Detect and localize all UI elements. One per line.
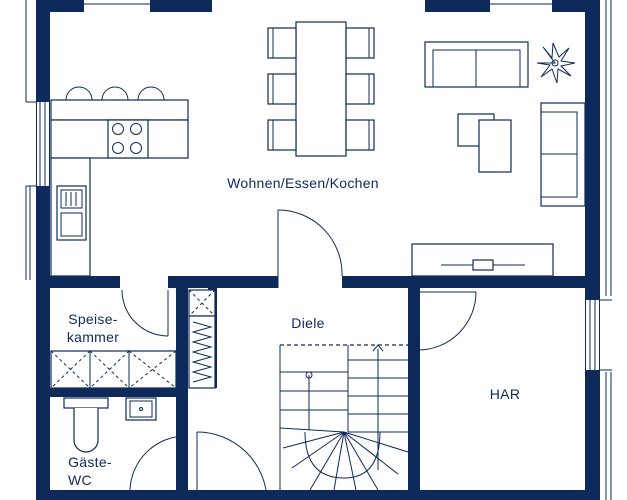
label-living: Wohnen/Essen/Kochen [227, 175, 379, 191]
tv [472, 259, 494, 271]
burner [112, 142, 124, 154]
coffee-table [478, 119, 512, 173]
label-pantry-line2: kammer [67, 329, 119, 345]
label-wc-line2: WC [68, 472, 92, 488]
label-wc-line1: Gäste- [68, 454, 112, 470]
burner [130, 123, 142, 135]
chair [345, 119, 375, 151]
door-swing-har [417, 291, 477, 351]
wall-top-b [150, 0, 212, 12]
chair [267, 73, 297, 105]
pantry-shelf [50, 350, 177, 389]
door-swing-wc [129, 435, 187, 491]
chair [267, 119, 297, 151]
hall-closet [188, 289, 216, 389]
plant [536, 42, 576, 84]
stair-arrow [372, 344, 384, 352]
wall-kitchen-pantry [36, 276, 120, 288]
label-pantry-line1: Speise- [68, 311, 118, 327]
door-swing-living [277, 209, 343, 277]
windows [25, 0, 612, 500]
wall-bottom [36, 490, 600, 500]
bar-stool [65, 86, 93, 101]
kitchen-island-counter [50, 99, 189, 121]
wall-hall-har [408, 288, 420, 490]
burner [112, 123, 124, 135]
shelf [50, 350, 177, 389]
wall-top-c [425, 0, 490, 12]
bar-stool [137, 86, 165, 101]
chair [267, 27, 297, 59]
staircase [279, 344, 409, 491]
label-utility: HAR [490, 386, 520, 402]
wc-basin [125, 397, 157, 421]
wall-top-a [36, 0, 84, 12]
wall-left [36, 0, 50, 500]
room-labels: Wohnen/Essen/Kochen Speise- kammer Diele… [67, 175, 520, 488]
wall-right [585, 0, 600, 500]
wall-living-hall-b [342, 276, 600, 288]
dining-table [295, 21, 347, 157]
wall-living-hall-a [168, 276, 278, 288]
kitchen [50, 86, 189, 277]
door-swing-pantry [121, 289, 169, 337]
burner [130, 142, 142, 154]
chair [345, 73, 375, 105]
toilet-tank [63, 397, 109, 409]
bar-stool [101, 86, 129, 101]
door-swing-entrance [196, 431, 268, 500]
window-right-har [586, 300, 599, 370]
stair-start-marker [305, 371, 313, 379]
guest-wc [63, 397, 157, 453]
chair [345, 27, 375, 59]
toilet-bowl [73, 408, 99, 453]
label-hall: Diele [291, 315, 324, 331]
dining-set [267, 21, 375, 157]
living-area [411, 41, 586, 277]
wall-top-d [552, 0, 600, 12]
wall-pantry-wc [36, 388, 186, 397]
doors [121, 209, 477, 500]
window-left-kitchen [37, 102, 49, 186]
